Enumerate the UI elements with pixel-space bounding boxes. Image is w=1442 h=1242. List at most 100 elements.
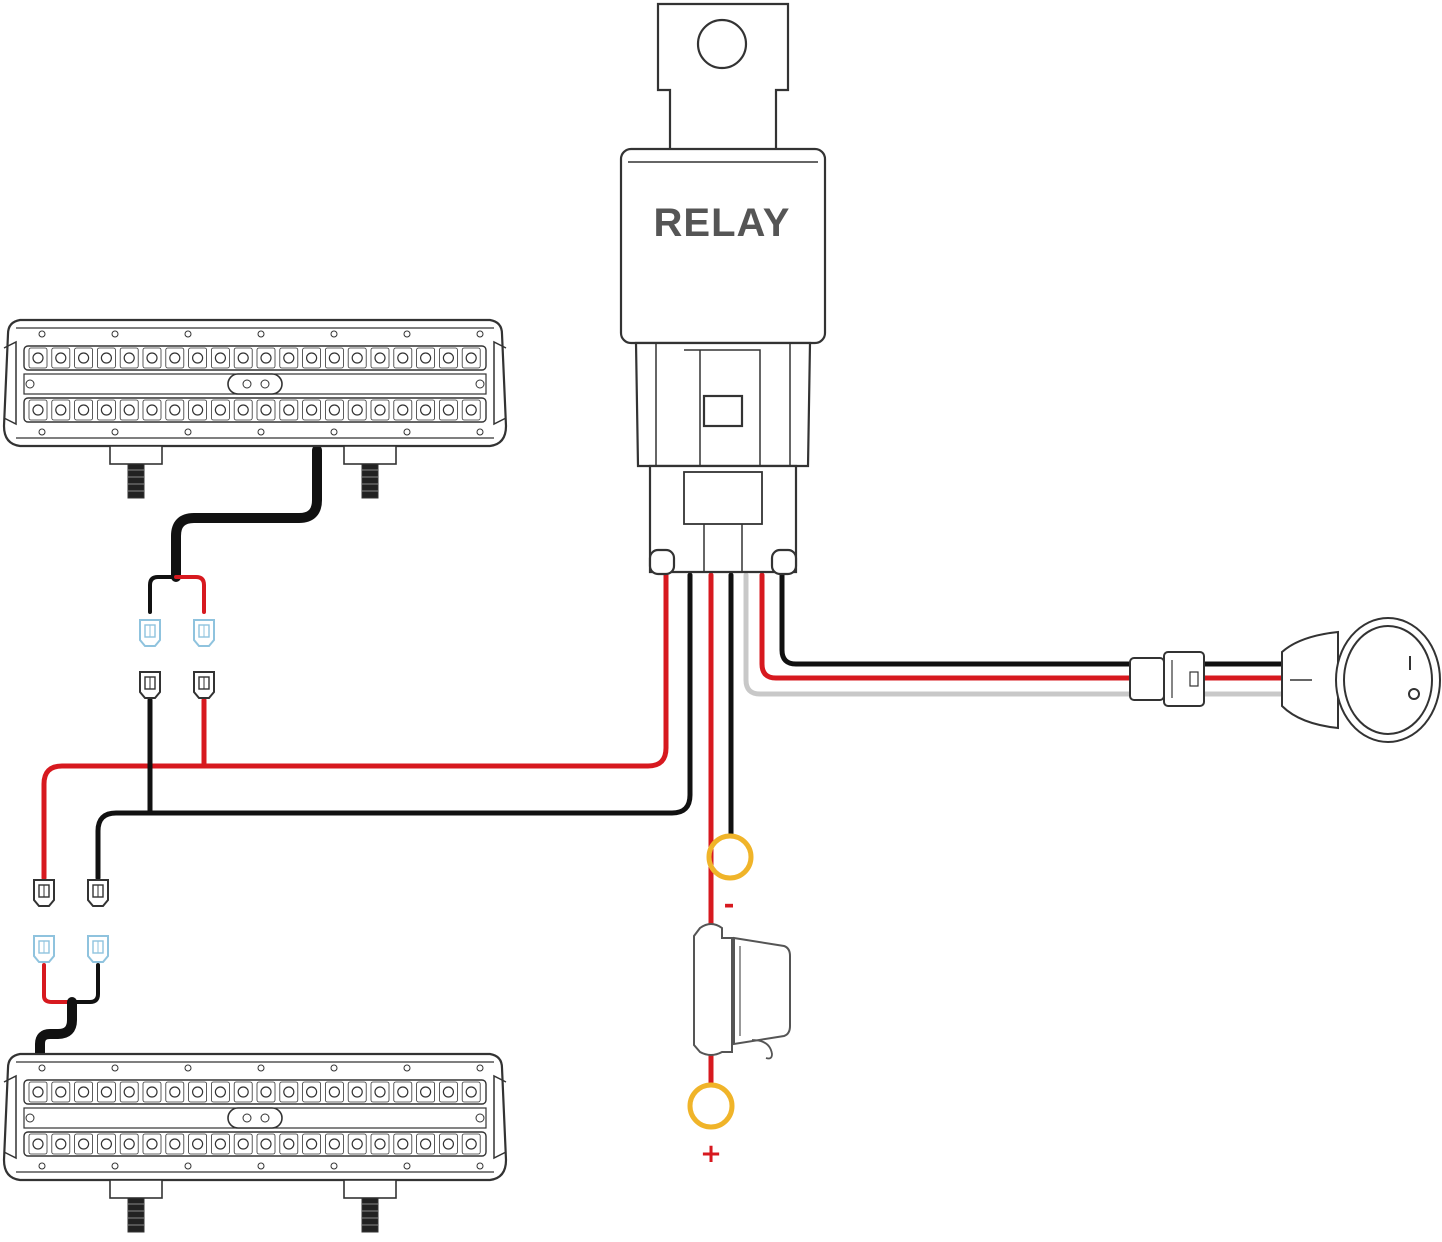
led-lens (465, 1086, 477, 1098)
light-bar-screw (25, 379, 35, 389)
wire-bottom-split-black (70, 963, 100, 1004)
led-lens (283, 1086, 295, 1098)
led-cell (188, 1133, 208, 1155)
led-cell (370, 1081, 390, 1103)
ring-terminal-negative: - (706, 833, 754, 920)
led-lens (420, 1138, 432, 1150)
led-lens (260, 404, 272, 416)
led-lens (32, 404, 44, 416)
led-cell (188, 399, 208, 421)
light-bar-screw (184, 1162, 192, 1170)
led-lens (442, 352, 454, 364)
light-bar-screw (475, 379, 485, 389)
led-lens (169, 1138, 181, 1150)
led-cell (393, 1081, 413, 1103)
led-cell (28, 347, 48, 369)
led-cell (461, 399, 481, 421)
light-bar-screw (38, 1162, 46, 1170)
light-bar-screw (257, 1064, 265, 1072)
led-cell (233, 399, 253, 421)
light-bar-screw (257, 428, 265, 436)
led-cell (416, 1133, 436, 1155)
wire-white-switch (743, 572, 1285, 697)
mounting-bracket (343, 445, 397, 465)
led-lens (374, 352, 386, 364)
led-cell (256, 1081, 276, 1103)
wire-red-switch (759, 572, 1285, 681)
led-cell (97, 399, 116, 421)
led-cell (74, 1133, 93, 1155)
mounting-bolt (127, 1197, 145, 1233)
led-cell (393, 1133, 413, 1155)
mounting-bolt (361, 463, 379, 499)
led-lens (283, 352, 295, 364)
led-lens (420, 1086, 432, 1098)
spade-connector-male (87, 879, 109, 907)
led-lens (306, 1086, 318, 1098)
led-lens (328, 1138, 340, 1150)
wire-top-lamp-cable (171, 445, 322, 582)
led-cell (28, 1081, 48, 1103)
light-bar-screw (260, 379, 270, 389)
light-bar-led-strip (23, 1079, 487, 1105)
led-cell (461, 347, 481, 369)
light-bar-logo-plate (227, 373, 283, 395)
light-bar-screw (330, 1162, 338, 1170)
relay-body (619, 147, 827, 345)
led-lens (55, 352, 67, 364)
led-cell (119, 399, 139, 421)
wire-bottom-lamp-cable (35, 997, 77, 1063)
wire-red-lamps (41, 572, 669, 881)
led-lens (146, 404, 158, 416)
light-bar-screw (403, 1162, 411, 1170)
led-lens (237, 404, 249, 416)
mounting-bracket (109, 1179, 163, 1199)
led-lens (32, 352, 44, 364)
light-bar-end-cap (493, 1074, 507, 1160)
led-cell (324, 1133, 344, 1155)
spade-connector-female (139, 619, 161, 647)
led-cell (51, 1133, 71, 1155)
led-cell (28, 1133, 48, 1155)
led-lens (55, 404, 67, 416)
led-cell (74, 399, 93, 421)
led-cell (210, 1133, 230, 1155)
led-lens (146, 352, 158, 364)
led-cell (279, 1081, 299, 1103)
led-cell (233, 1081, 253, 1103)
light-bar-screw (260, 1113, 270, 1123)
light-bar-screw (25, 1113, 35, 1123)
led-lens (328, 404, 340, 416)
led-lens (77, 1138, 90, 1150)
led-cell (51, 347, 71, 369)
led-lens (351, 1138, 363, 1150)
led-lens (237, 1138, 249, 1150)
light-bar-screw (403, 428, 411, 436)
negative-terminal-label: - (724, 890, 735, 920)
led-lens (237, 352, 249, 364)
light-bar-screw (242, 1113, 252, 1123)
light-bar-screw (111, 428, 119, 436)
led-lens (32, 1086, 44, 1098)
led-cell (370, 399, 390, 421)
led-light-bar-icon (2, 318, 508, 499)
led-lens (351, 404, 363, 416)
light-bar-screw (476, 428, 484, 436)
led-cell (142, 399, 162, 421)
led-cell (461, 1133, 481, 1155)
led-cell (438, 347, 458, 369)
led-lens (77, 404, 90, 416)
light-bar-screw (38, 428, 46, 436)
led-cell (28, 399, 48, 421)
led-cell (438, 399, 458, 421)
led-cell (370, 1133, 390, 1155)
light-bar-screw (476, 1162, 484, 1170)
led-lens (146, 1138, 158, 1150)
positive-terminal-label: + (700, 1139, 722, 1169)
wires (35, 445, 1285, 1088)
led-lens (77, 1086, 90, 1098)
led-cell (279, 1133, 299, 1155)
led-lens (192, 404, 204, 416)
led-cell (97, 1133, 116, 1155)
led-cell (256, 399, 276, 421)
